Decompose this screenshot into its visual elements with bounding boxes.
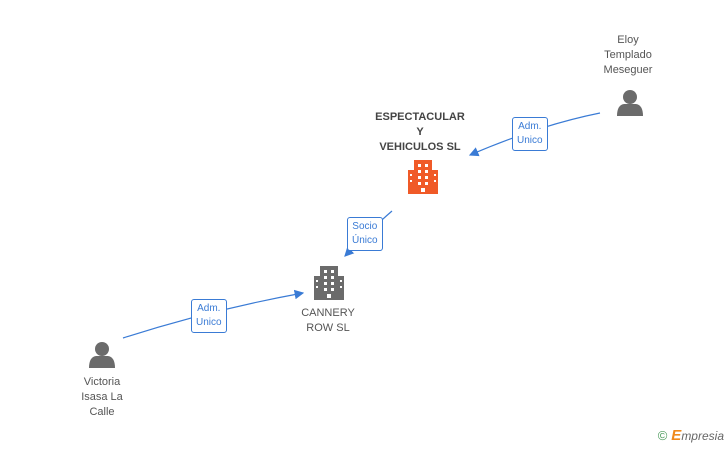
brand-initial: E: [671, 427, 682, 444]
edge-label-eloy-espectacular: Adm. Unico: [512, 117, 548, 151]
brand-name: mpresia: [681, 429, 724, 443]
node-label-espectacular[interactable]: ESPECTACULAR Y VEHICULOS SL: [375, 111, 465, 153]
brand-logo: ©Empresia: [658, 427, 724, 444]
edge-label-espectacular-cannery: Socio Único: [347, 217, 383, 251]
node-label-eloy[interactable]: Eloy Templado Meseguer: [603, 34, 653, 76]
person-icon[interactable]: [89, 342, 115, 368]
building-icon-highlight[interactable]: [408, 160, 438, 194]
edge-label-victoria-cannery: Adm. Unico: [191, 299, 227, 333]
node-label-victoria[interactable]: Victoria Isasa La Calle: [81, 376, 123, 418]
building-icon[interactable]: [314, 266, 344, 300]
person-icon[interactable]: [617, 90, 643, 116]
copyright-icon: ©: [657, 428, 668, 443]
node-label-cannery[interactable]: CANNERY ROW SL: [301, 307, 355, 334]
